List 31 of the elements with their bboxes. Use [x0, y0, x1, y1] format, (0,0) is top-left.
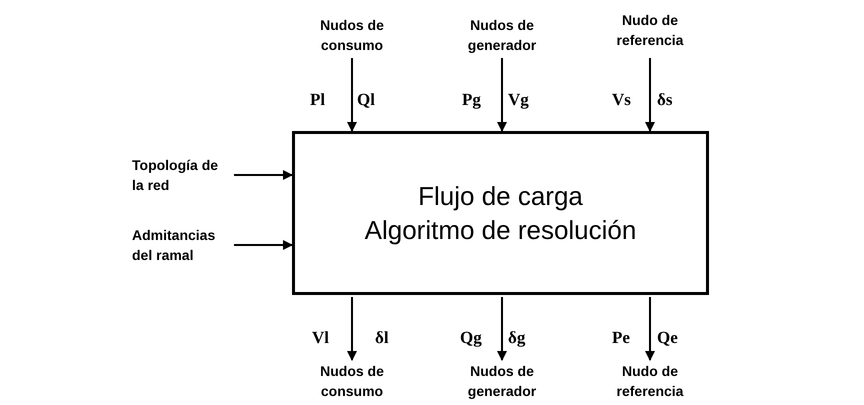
arrow: [234, 240, 293, 250]
signal-label: δl: [375, 328, 389, 348]
signal-label: Qg: [460, 328, 482, 348]
arrow: [234, 170, 293, 180]
signal-label: Pg: [462, 90, 481, 110]
node-text: Nudos de generador: [466, 16, 538, 55]
process-box: [292, 131, 709, 295]
arrow: [645, 297, 655, 361]
signal-label: δg: [508, 328, 526, 348]
box-title: Flujo de carga: [418, 180, 583, 213]
box-title: Algoritmo de resolución: [364, 214, 636, 247]
arrow: [347, 297, 357, 361]
signal-label: Ql: [357, 90, 375, 110]
node-text: Nudo de referencia: [616, 362, 684, 401]
node-text: Nudos de consumo: [319, 16, 385, 55]
arrow: [497, 297, 507, 361]
node-text: Nudo de referencia: [616, 11, 684, 50]
signal-label: Vl: [312, 328, 329, 348]
arrow: [645, 58, 655, 132]
arrow: [347, 58, 357, 132]
node-text: Topología de la red: [132, 156, 220, 195]
signal-label: Pl: [310, 90, 326, 110]
signal-label: Qe: [657, 328, 678, 348]
arrow: [497, 58, 507, 132]
node-text: Admitancias del ramal: [132, 226, 216, 265]
signal-label: Vg: [508, 90, 529, 110]
signal-label: Pe: [612, 328, 630, 348]
signal-label: Vs: [612, 90, 631, 110]
node-text: Nudos de generador: [466, 362, 538, 401]
node-text: Nudos de consumo: [319, 362, 385, 401]
signal-label: δs: [657, 90, 672, 110]
